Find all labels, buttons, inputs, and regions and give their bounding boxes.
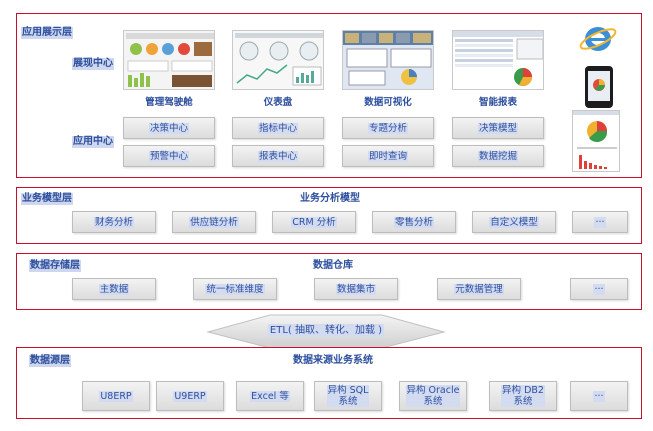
storage-cell-more: ··· <box>570 278 628 300</box>
storage-cell-metadata-management: 元数据管理 <box>437 278 521 300</box>
storage-cell-data-mart: 数据集市 <box>314 278 398 300</box>
display-center-label: 展现中心 <box>72 58 114 70</box>
thumb-label-dashboard: 仪表盘 <box>263 97 293 108</box>
business-layer-title: 业务模型层 <box>21 193 73 205</box>
business-layer-subtitle: 业务分析模型 <box>300 193 360 204</box>
biz-cell-crm: CRM 分析 <box>272 211 356 233</box>
biz-cell-custom-model: 自定义模型 <box>472 211 556 233</box>
app-cell-instant-query: 即时查询 <box>342 145 434 167</box>
biz-cell-finance: 财务分析 <box>72 211 156 233</box>
thumb-label-visualization: 数据可视化 <box>364 97 412 108</box>
visualization-thumbnail <box>342 30 434 90</box>
app-cell-decision-model: 决策模型 <box>452 117 544 139</box>
source-cell-u9erp: U9ERP <box>156 381 224 411</box>
app-cell-data-mining: 数据挖掘 <box>452 145 544 167</box>
source-cell-oracle-system: 异构 Oracle 系统 <box>399 381 467 411</box>
app-center-label: 应用中心 <box>72 136 114 148</box>
storage-layer-title: 数据存储层 <box>29 260 81 272</box>
biz-cell-more: ··· <box>572 211 628 233</box>
app-cell-indicator-center: 指标中心 <box>232 117 324 139</box>
source-cell-excel: Excel 等 <box>236 381 304 411</box>
source-cell-more: ··· <box>570 381 628 411</box>
source-cell-u8erp: U8ERP <box>82 381 150 411</box>
biz-cell-retail: 零售分析 <box>372 211 456 233</box>
app-cell-report-center: 报表中心 <box>232 145 324 167</box>
mobile-report-thumbnail <box>572 110 620 172</box>
storage-cell-unified-dimension: 统一标准维度 <box>193 278 277 300</box>
storage-layer-subtitle: 数据仓库 <box>313 260 353 271</box>
dashboard-thumbnail <box>232 30 324 90</box>
thumb-label-cockpit: 管理驾驶舱 <box>145 97 193 108</box>
app-cell-decision-center: 决策中心 <box>123 117 215 139</box>
app-layer-title: 应用展示层 <box>21 27 73 39</box>
source-cell-db2-system: 异构 DB2 系统 <box>489 381 557 411</box>
ie-browser-icon <box>578 22 618 56</box>
smart-report-thumbnail <box>452 30 544 90</box>
mobile-phone-icon <box>585 66 613 108</box>
biz-cell-supply-chain: 供应链分析 <box>172 211 256 233</box>
source-cell-sql-system: 异构 SQL 系统 <box>314 381 382 411</box>
app-cell-alert-center: 预警中心 <box>123 145 215 167</box>
app-cell-topic-analysis: 专题分析 <box>342 117 434 139</box>
source-layer-subtitle: 数据来源业务系统 <box>293 355 373 366</box>
source-layer-title: 数据源层 <box>29 355 71 367</box>
cockpit-thumbnail <box>123 30 215 90</box>
storage-cell-master-data: 主数据 <box>72 278 156 300</box>
etl-label: ETL( 抽取、转化、加载 ) <box>267 324 385 337</box>
thumb-label-smart-report: 智能报表 <box>478 97 518 108</box>
